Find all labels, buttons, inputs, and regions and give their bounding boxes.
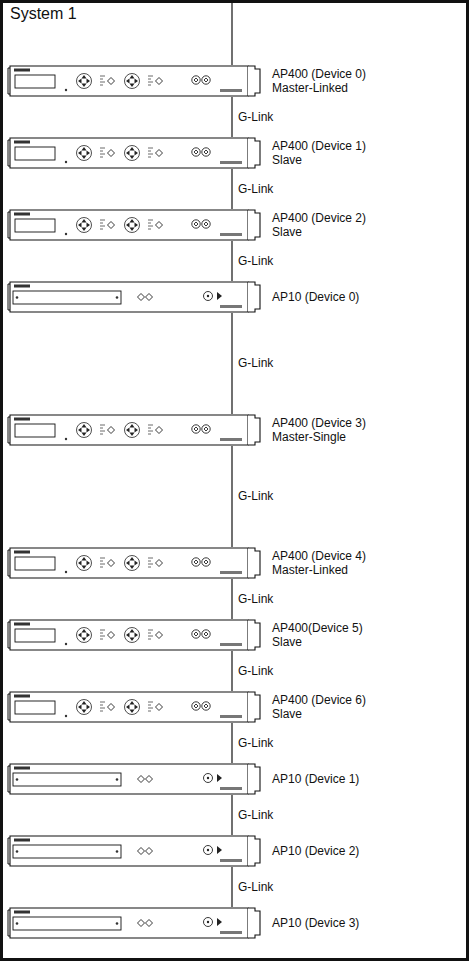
- g-link-wire: [231, 313, 232, 414]
- ap10-unit: AP10 (Device 2): [8, 835, 465, 867]
- rack-unit-illustration: [8, 907, 262, 939]
- device-label: AP400 (Device 3) Master-Single: [272, 416, 384, 445]
- ap10-unit: AP10 (Device 0): [8, 281, 465, 313]
- link-label: G-Link: [236, 110, 275, 124]
- link-label: G-Link: [236, 254, 275, 268]
- g-link-wire: [231, 97, 232, 137]
- rack-unit-illustration: [8, 137, 262, 169]
- link-label: G-Link: [236, 664, 275, 678]
- ap10-unit: AP10 (Device 1): [8, 763, 465, 795]
- g-link-wire: [231, 579, 232, 619]
- g-link-wire: [231, 795, 232, 835]
- rack-unit-illustration: [8, 209, 262, 241]
- rack-unit-illustration: [8, 281, 262, 313]
- device-label: AP10 (Device 3): [272, 916, 384, 930]
- ap400-unit: AP400(Device 5) Slave: [8, 619, 465, 651]
- ap400-unit: AP400 (Device 3) Master-Single: [8, 414, 465, 446]
- link-label: G-Link: [236, 736, 275, 750]
- device-label: AP400 (Device 6) Slave: [272, 693, 384, 722]
- rack-unit-illustration: [8, 547, 262, 579]
- bus-line: [231, 3, 232, 65]
- g-link-wire: [231, 446, 232, 547]
- g-link-wire: [231, 867, 232, 907]
- g-link-wire: [231, 723, 232, 763]
- link-label: G-Link: [236, 489, 275, 503]
- link-label: G-Link: [236, 808, 275, 822]
- rack-unit-illustration: [8, 835, 262, 867]
- link-label: G-Link: [236, 880, 275, 894]
- device-label: AP10 (Device 0): [272, 290, 384, 304]
- rack-unit-illustration: [8, 691, 262, 723]
- ap400-unit: AP400 (Device 4) Master-Linked: [8, 547, 465, 579]
- device-label: AP400 (Device 1) Slave: [272, 139, 384, 168]
- ap400-unit: AP400 (Device 2) Slave: [8, 209, 465, 241]
- ap400-unit: AP400 (Device 6) Slave: [8, 691, 465, 723]
- device-label: AP10 (Device 1): [272, 772, 384, 786]
- ap10-unit: AP10 (Device 3): [8, 907, 465, 939]
- ap400-unit: AP400 (Device 1) Slave: [8, 137, 465, 169]
- link-label: G-Link: [236, 182, 275, 196]
- link-label: G-Link: [236, 592, 275, 606]
- device-label: AP400 (Device 4) Master-Linked: [272, 549, 384, 578]
- link-label: G-Link: [236, 356, 275, 370]
- rack-unit-illustration: [8, 65, 262, 97]
- ap400-unit: AP400 (Device 0) Master-Linked: [8, 65, 465, 97]
- device-label: AP400(Device 5) Slave: [272, 621, 384, 650]
- device-label: AP400 (Device 2) Slave: [272, 211, 384, 240]
- device-label: AP400 (Device 0) Master-Linked: [272, 67, 384, 96]
- rack-unit-illustration: [8, 619, 262, 651]
- rack-unit-illustration: [8, 763, 262, 795]
- device-label: AP10 (Device 2): [272, 844, 384, 858]
- g-link-wire: [231, 241, 232, 281]
- rack-unit-illustration: [8, 414, 262, 446]
- diagram-title: System 1: [10, 4, 77, 23]
- g-link-wire: [231, 169, 232, 209]
- g-link-wire: [231, 651, 232, 691]
